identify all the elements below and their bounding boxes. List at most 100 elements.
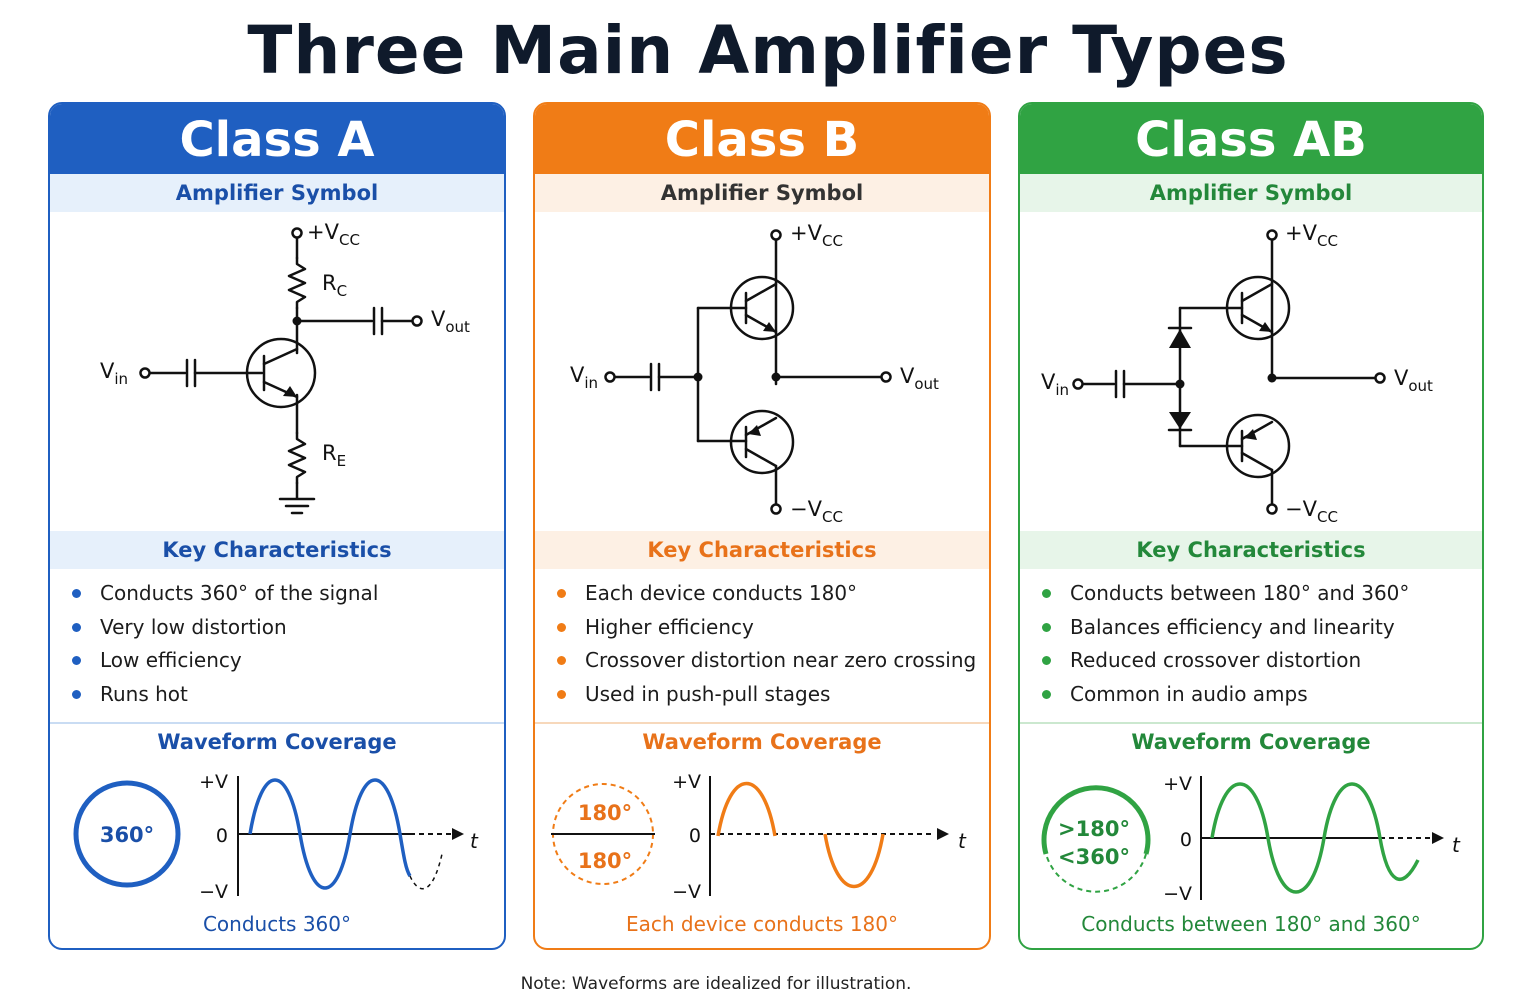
class-ab-circuit: +VCC Vin Vout −VCC (1041, 221, 1433, 526)
lower-collector (744, 447, 778, 468)
panel-title: Class B (535, 104, 989, 174)
rc-label: RC (322, 271, 347, 300)
class-a-waveform: 360° +V 0 −V t (73, 771, 479, 903)
lower-diode-icon (1169, 412, 1191, 429)
collector-node (292, 316, 302, 326)
bullet-icon (1042, 622, 1051, 632)
vout-terminal (1374, 372, 1386, 384)
coverage-top-label: >180° (1058, 817, 1130, 841)
input-node (693, 372, 703, 382)
input-node (1175, 379, 1185, 389)
characteristics-list: Each device conducts 180° Higher efficie… (535, 577, 989, 711)
vcc-terminal (291, 227, 303, 239)
waveform-heading: Waveform Coverage (1131, 730, 1371, 754)
vee-label: −VCC (1285, 497, 1338, 526)
list-item: Crossover distortion near zero crossing (535, 644, 989, 678)
vcc-label: +VCC (307, 220, 360, 249)
vee-terminal (770, 503, 782, 515)
vcc-label: +VCC (1285, 221, 1338, 250)
list-item: Common in audio amps (1020, 678, 1482, 712)
lower-collector (1240, 451, 1274, 472)
waveform-caption: Each device conducts 180° (625, 912, 899, 936)
list-item: Conducts 360° of the signal (50, 577, 504, 611)
vee-label: −VCC (790, 497, 843, 526)
vout-label: Vout (431, 307, 470, 336)
vcc-terminal (770, 229, 782, 241)
vin-label: Vin (1041, 370, 1069, 399)
vout-terminal (880, 371, 892, 383)
x-axis-arrow (937, 828, 949, 840)
collector-resistor (287, 256, 307, 310)
symbol-heading: Amplifier Symbol (535, 174, 989, 212)
bullet-icon (557, 689, 566, 699)
bullet-icon (72, 689, 81, 699)
emitter-resistor (287, 431, 307, 485)
vout-label: Vout (900, 364, 939, 393)
axis-pos-label: +V (1163, 773, 1192, 795)
characteristics-heading: Key Characteristics (535, 531, 989, 569)
class-ab-waveform: >180° <360° +V 0 −V t (1041, 773, 1461, 905)
signal-wave (248, 778, 412, 890)
vout-label: Vout (1394, 366, 1433, 395)
lower-emitter-arrow (748, 425, 761, 436)
axis-t-label: t (1452, 833, 1461, 857)
axis-pos-label: +V (672, 771, 701, 793)
symbol-heading: Amplifier Symbol (1020, 174, 1482, 212)
transistor-body (245, 337, 317, 409)
lower-emitter-arrow (1244, 429, 1257, 440)
bullet-icon (72, 656, 81, 665)
upper-collector (744, 282, 778, 303)
re-label: RE (322, 441, 346, 470)
section-divider (50, 722, 504, 724)
class-b-waveform: 180° 180° +V 0 −V t (551, 771, 967, 903)
characteristics-heading: Key Characteristics (1020, 531, 1482, 569)
list-item: Each device conducts 180° (535, 577, 989, 611)
bullet-icon (72, 622, 81, 632)
list-item: Conducts between 180° and 360° (1020, 577, 1482, 611)
bullet-icon (557, 622, 566, 632)
output-node (1267, 373, 1277, 383)
list-item: Low efficiency (50, 644, 504, 678)
signal-wave-dashed (409, 853, 443, 890)
coverage-arc-solid (1041, 785, 1151, 855)
class-b-circuit: +VCC Vin Vout −VCC (570, 221, 939, 526)
output-node (771, 372, 781, 382)
signal-wave (1210, 782, 1420, 894)
waveform-caption: Conducts 360° (202, 912, 352, 936)
bullet-icon (1042, 589, 1051, 598)
coverage-top-label: 180° (578, 801, 632, 825)
coverage-bottom-label: 180° (578, 849, 632, 873)
bullet-icon (557, 589, 566, 598)
vout-terminal (411, 315, 423, 327)
symbol-heading: Amplifier Symbol (50, 174, 504, 212)
coverage-circle (73, 780, 181, 888)
list-item: Reduced crossover distortion (1020, 644, 1482, 678)
panel-class-b: Class B Amplifier Symbol (533, 102, 991, 950)
characteristics-list: Conducts 360° of the signal Very low dis… (50, 577, 504, 711)
vin-label: Vin (570, 363, 598, 392)
section-divider (1020, 722, 1482, 724)
upper-half-wave (716, 781, 777, 837)
axis-pos-label: +V (199, 771, 228, 793)
panel-title: Class AB (1020, 104, 1482, 174)
panel-class-ab: Class AB Amplifier Symbol (1018, 102, 1484, 950)
coverage-label: 360° (100, 823, 154, 847)
lower-half-wave (823, 833, 885, 889)
list-item: Runs hot (50, 678, 504, 712)
axis-zero-label: 0 (1180, 829, 1192, 851)
list-item: Higher efficiency (535, 611, 989, 645)
axis-zero-label: 0 (689, 825, 701, 847)
axis-t-label: t (958, 829, 967, 853)
axis-neg-label: −V (672, 881, 701, 903)
list-item: Used in push-pull stages (535, 678, 989, 712)
vin-terminal (1072, 378, 1084, 390)
x-axis-arrow (452, 828, 464, 840)
axis-neg-label: −V (199, 881, 228, 903)
waveform-heading: Waveform Coverage (642, 730, 882, 754)
x-axis-arrow (1432, 832, 1444, 844)
class-a-circuit: +VCC RC Vout Vin RE (100, 220, 470, 515)
emitter-arrow (283, 386, 297, 397)
waveform-heading: Waveform Coverage (157, 730, 397, 754)
section-divider (535, 722, 989, 724)
vin-terminal (139, 367, 151, 379)
